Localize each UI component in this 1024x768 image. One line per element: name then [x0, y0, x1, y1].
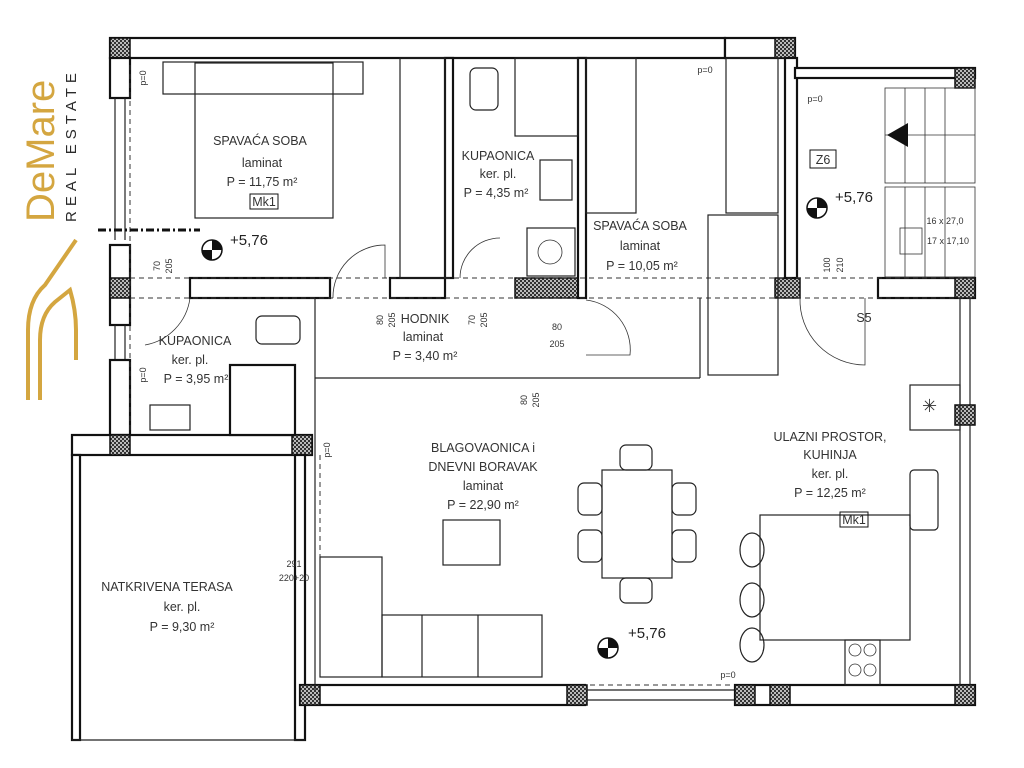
- room-covered-terrace: NATKRIVENA TERASA ker. pl. P = 9,30 m²: [101, 580, 233, 634]
- window-tag-z6: Z6: [816, 153, 831, 167]
- svg-text:291: 291: [286, 559, 301, 569]
- logo-tagline: REAL ESTATE: [63, 68, 80, 222]
- svg-text:KUPAONICA: KUPAONICA: [462, 149, 535, 163]
- svg-text:p=0: p=0: [807, 94, 822, 104]
- arrow-left-icon: [887, 123, 908, 147]
- svg-text:ker. pl.: ker. pl.: [480, 167, 517, 181]
- room-tag: Mk1: [842, 513, 866, 527]
- room-hallway: HODNIK laminat P = 3,40 m²: [393, 312, 458, 363]
- svg-text:KUPAONICA: KUPAONICA: [159, 334, 232, 348]
- svg-text:P = 3,95 m²: P = 3,95 m²: [164, 372, 229, 386]
- svg-text:HODNIK: HODNIK: [401, 312, 450, 326]
- furniture: ✳: [149, 57, 961, 686]
- svg-text:p=0: p=0: [138, 70, 148, 85]
- room-bedroom-1: SPAVAĆA SOBA laminat P = 11,75 m² Mk1: [213, 133, 308, 210]
- svg-text:P = 3,40 m²: P = 3,40 m²: [393, 349, 458, 363]
- svg-text:205: 205: [549, 339, 564, 349]
- doors: [144, 237, 866, 366]
- svg-text:NATKRIVENA TERASA: NATKRIVENA TERASA: [101, 580, 233, 594]
- svg-text:laminat: laminat: [242, 156, 283, 170]
- svg-text:laminat: laminat: [620, 239, 661, 253]
- svg-text:P = 11,75 m²: P = 11,75 m²: [227, 175, 298, 189]
- svg-text:P = 9,30 m²: P = 9,30 m²: [150, 620, 215, 634]
- room-living-dining: BLAGOVAONICA i DNEVNI BORAVAK laminat P …: [428, 441, 538, 512]
- level-label: +5,76: [835, 189, 873, 206]
- room-entrance-kitchen: ULAZNI PROSTOR, KUHINJA ker. pl. P = 12,…: [774, 430, 887, 528]
- level-marker: +5,76 +5,76 +5,76: [201, 189, 873, 659]
- svg-text:p=0: p=0: [697, 65, 712, 75]
- svg-text:220+20: 220+20: [279, 573, 309, 583]
- svg-text:ker. pl.: ker. pl.: [812, 467, 849, 481]
- svg-text:210: 210: [835, 257, 845, 272]
- svg-text:P = 10,05 m²: P = 10,05 m²: [606, 259, 678, 273]
- level-label: +5,76: [230, 232, 268, 249]
- logo-mark-icon: [26, 238, 78, 400]
- svg-text:205: 205: [164, 258, 174, 273]
- svg-text:80: 80: [519, 395, 529, 405]
- stair-dims-2: 17 x 17,10: [927, 236, 969, 246]
- svg-text:100: 100: [822, 257, 832, 272]
- svg-text:SPAVAĆA SOBA: SPAVAĆA SOBA: [213, 133, 307, 148]
- room-bathroom-2: KUPAONICA ker. pl. P = 3,95 m²: [159, 334, 232, 386]
- svg-text:ker. pl.: ker. pl.: [172, 353, 209, 367]
- sill-height: p=0 p=0 p=0 p=0 p=0 p=0: [138, 65, 823, 680]
- svg-text:laminat: laminat: [463, 479, 504, 493]
- svg-text:p=0: p=0: [322, 442, 332, 457]
- svg-text:ULAZNI PROSTOR,: ULAZNI PROSTOR,: [774, 430, 887, 444]
- svg-text:70: 70: [467, 315, 477, 325]
- svg-text:laminat: laminat: [403, 330, 444, 344]
- svg-text:70: 70: [152, 261, 162, 271]
- svg-text:P = 4,35 m²: P = 4,35 m²: [464, 186, 529, 200]
- svg-text:KUHINJA: KUHINJA: [803, 448, 857, 462]
- staircase: [884, 87, 976, 278]
- brand-logo: DeMare REAL ESTATE: [19, 68, 80, 400]
- svg-text:P = 12,25 m²: P = 12,25 m²: [794, 486, 866, 500]
- door-tag-s5: S5: [856, 311, 871, 325]
- svg-text:205: 205: [479, 312, 489, 327]
- fan-icon: ✳: [922, 396, 937, 416]
- svg-text:80: 80: [375, 315, 385, 325]
- svg-text:DNEVNI BORAVAK: DNEVNI BORAVAK: [428, 460, 538, 474]
- stair-dims-1: 16 x 27,0: [926, 216, 963, 226]
- svg-text:P = 22,90 m²: P = 22,90 m²: [447, 498, 519, 512]
- level-label: +5,76: [628, 625, 666, 642]
- walls: [70, 36, 977, 742]
- logo-name: DeMare: [19, 80, 63, 222]
- svg-text:p=0: p=0: [138, 367, 148, 382]
- room-bedroom-2: SPAVAĆA SOBA laminat P = 10,05 m²: [593, 218, 687, 273]
- svg-text:ker. pl.: ker. pl.: [164, 600, 201, 614]
- svg-text:p=0: p=0: [720, 670, 735, 680]
- svg-text:205: 205: [531, 392, 541, 407]
- svg-text:80: 80: [552, 322, 562, 332]
- room-bathroom-1: KUPAONICA ker. pl. P = 4,35 m²: [462, 149, 535, 200]
- room-tag: Mk1: [252, 195, 276, 209]
- svg-text:BLAGOVAONICA i: BLAGOVAONICA i: [431, 441, 535, 455]
- svg-text:SPAVAĆA SOBA: SPAVAĆA SOBA: [593, 218, 687, 233]
- svg-text:205: 205: [387, 312, 397, 327]
- door-dimension: 70 205 80 205 70 205 80 205 80 205 100 2…: [152, 257, 845, 583]
